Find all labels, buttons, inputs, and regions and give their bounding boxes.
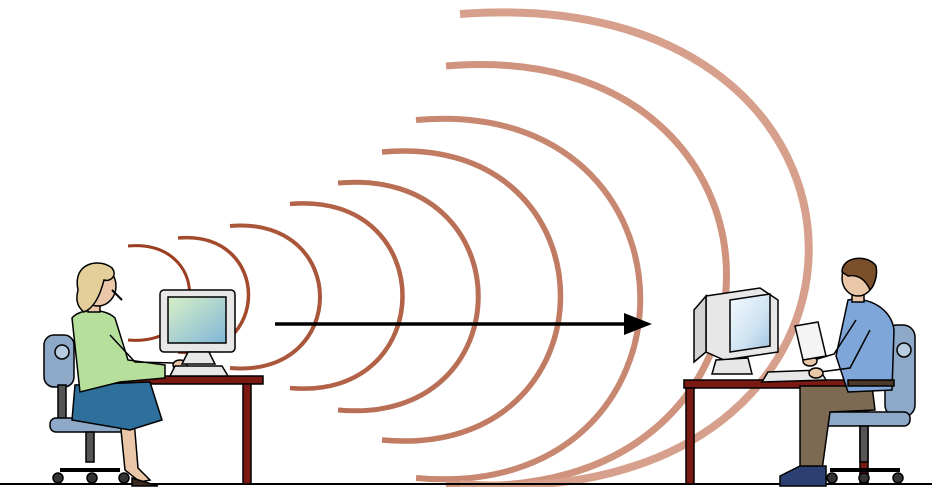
right-arrow bbox=[275, 313, 652, 335]
wave-arc bbox=[230, 226, 320, 369]
wave-arc bbox=[416, 119, 640, 480]
wave-arc bbox=[382, 151, 561, 441]
radio-waves bbox=[128, 12, 809, 485]
receiver-man-workstation bbox=[684, 258, 915, 486]
wave-arc bbox=[290, 203, 403, 388]
sender-woman-workstation bbox=[44, 263, 263, 486]
